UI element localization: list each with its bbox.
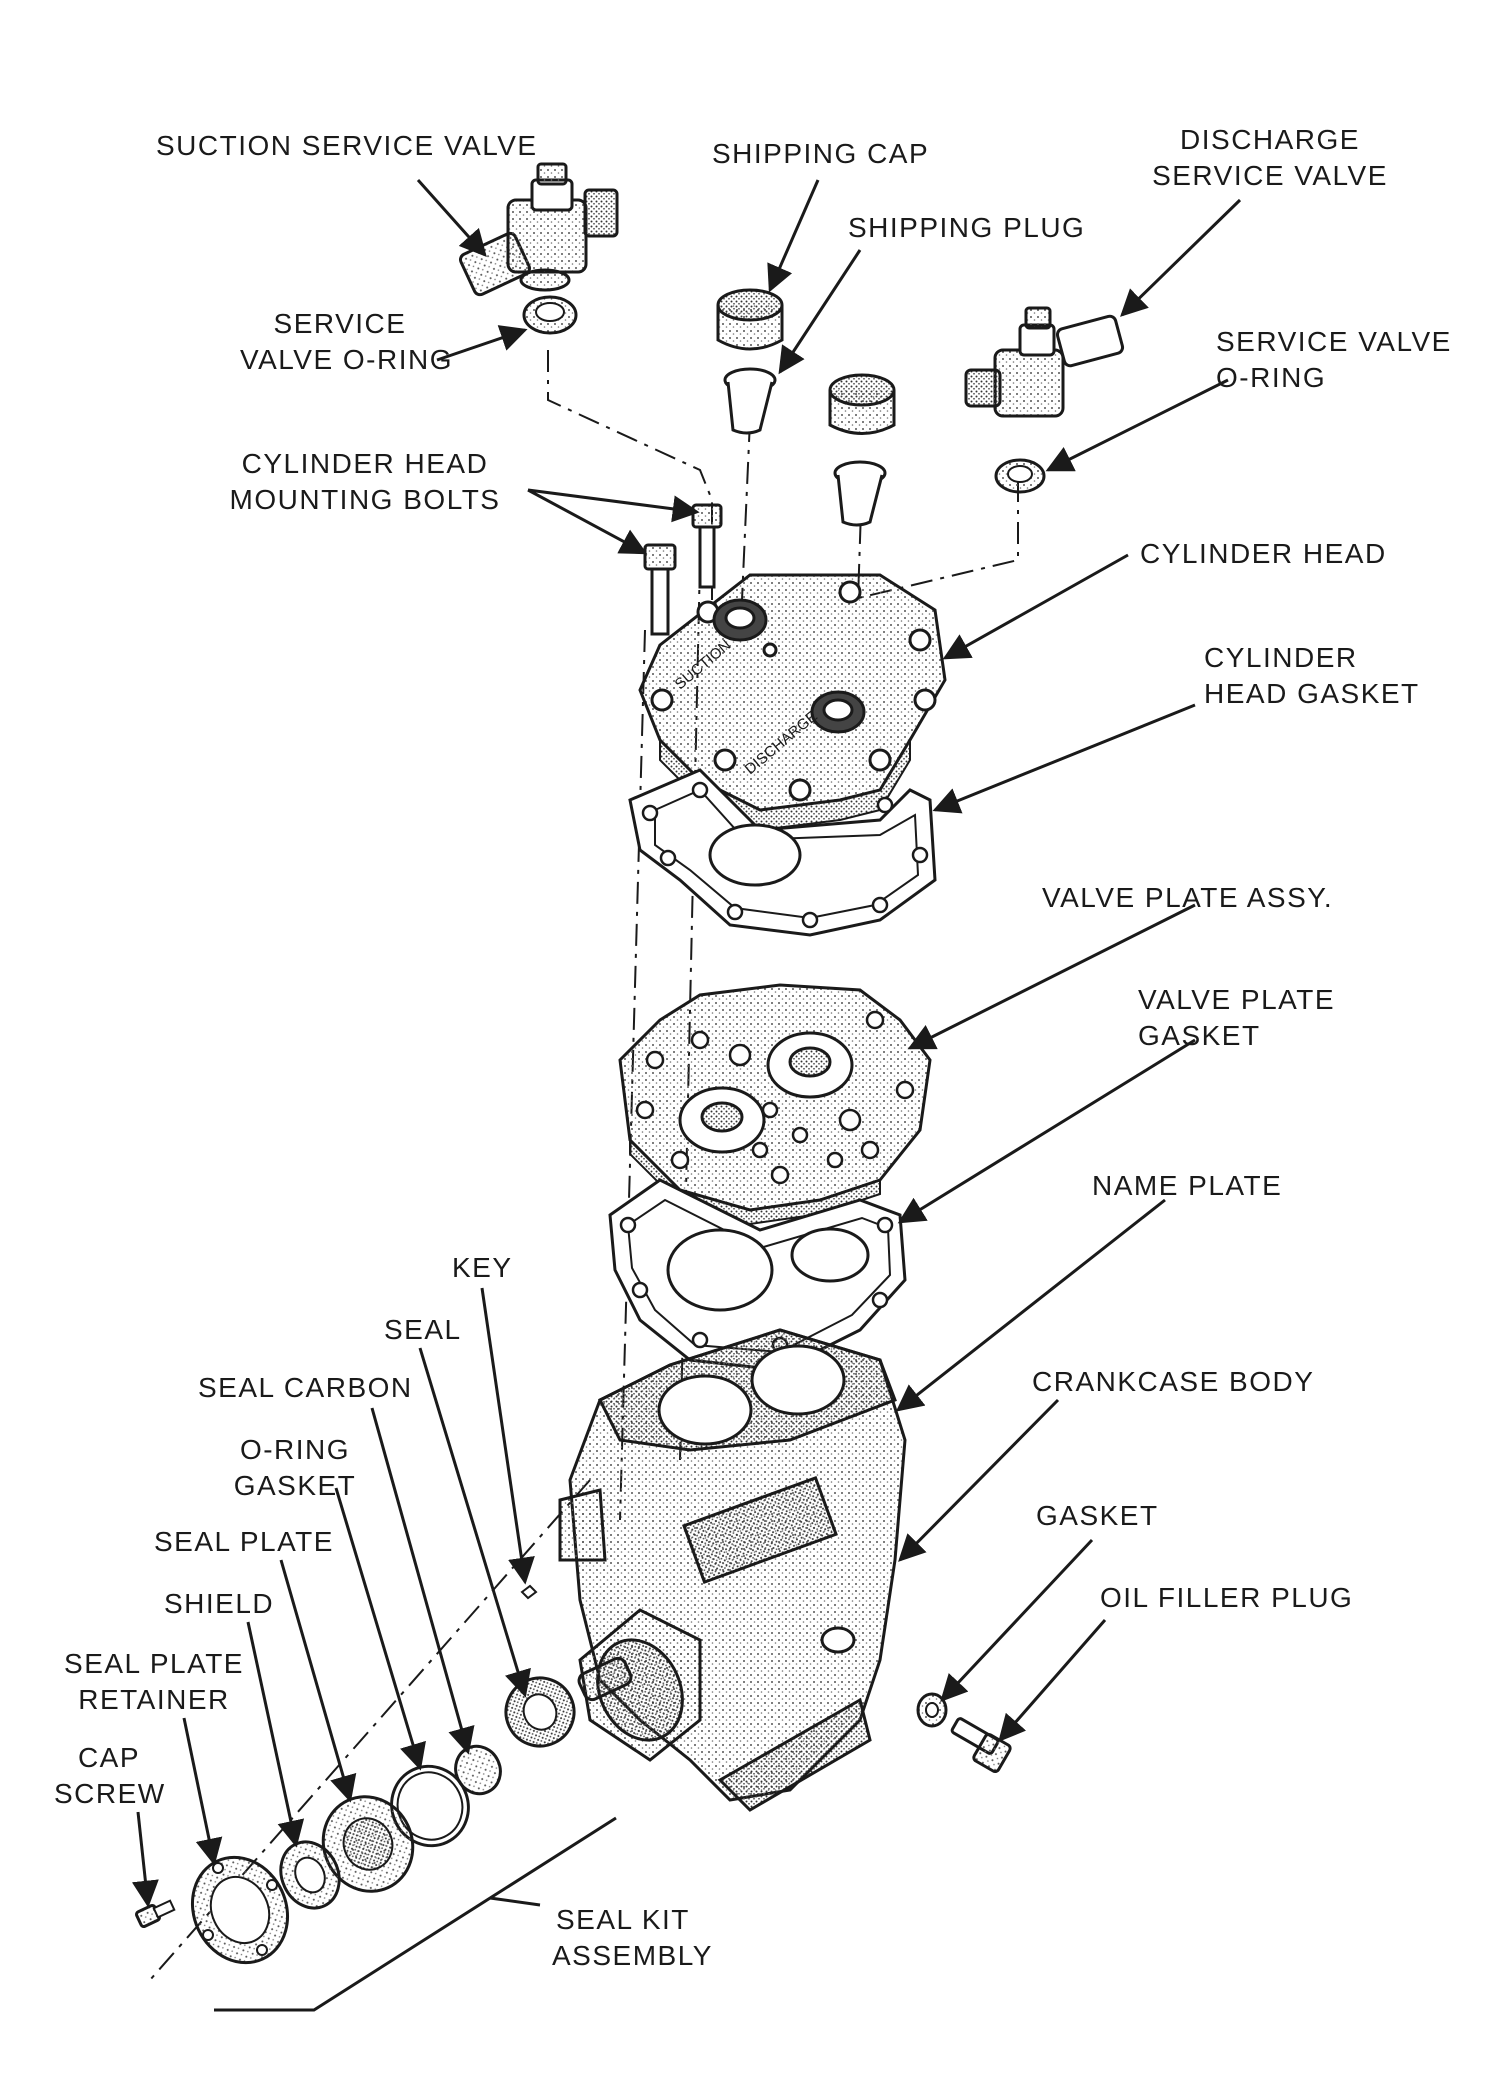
label-cylinder-head-gasket: CYLINDER HEAD GASKET (1204, 640, 1420, 712)
label-head-gasket-line-1: CYLINDER (1204, 642, 1358, 673)
label-crankcase-body: CRANKCASE BODY (1032, 1366, 1315, 1397)
label-service-valve-o-ring-right: SERVICE VALVE O-RING (1216, 324, 1452, 396)
label-suction-service-valve: SUCTION SERVICE VALVE (156, 130, 538, 161)
label-seal: SEAL (384, 1314, 462, 1345)
label-seal-kit-assembly: SEAL KIT ASSEMBLY (552, 1902, 713, 1974)
label-service-line-2: VALVE O-RING (240, 344, 454, 375)
label-seal-kit-line-2: ASSEMBLY (552, 1940, 713, 1971)
label-bolts-line-2: MOUNTING BOLTS (229, 484, 501, 515)
service-valve-o-ring-left (522, 295, 578, 335)
label-valve-plate-gasket: VALVE PLATE GASKET (1138, 982, 1335, 1054)
label-cylinder-head-mounting-bolts: CYLINDER HEAD MOUNTING BOLTS (220, 446, 510, 518)
gasket-ring (916, 1692, 948, 1728)
label-o-ring-line-1: O-RING (239, 1434, 351, 1465)
shipping-cap-discharge (828, 373, 896, 435)
label-seal-plate-retainer: SEAL PLATE RETAINER (54, 1646, 254, 1718)
label-retainer-line-1: SEAL PLATE (64, 1648, 244, 1679)
label-cap-screw: CAP SCREW (54, 1740, 164, 1812)
seal-plate-retainer (190, 1855, 290, 1965)
label-service-line-1: SERVICE (273, 308, 407, 339)
label-retainer-line-2: RETAINER (78, 1684, 230, 1715)
key (520, 1584, 538, 1600)
label-discharge-service-valve: DISCHARGE SERVICE VALVE (1150, 122, 1390, 194)
label-gasket: GASKET (1036, 1500, 1159, 1531)
label-head-gasket-line-2: HEAD GASKET (1204, 678, 1420, 709)
label-discharge-line-1: DISCHARGE (1180, 124, 1360, 155)
cylinder-head-gasket (628, 768, 937, 937)
label-discharge-line-2: SERVICE VALVE (1152, 160, 1388, 191)
label-o-ring-line-2: GASKET (233, 1470, 357, 1501)
label-cylinder-head: CYLINDER HEAD (1140, 538, 1387, 569)
label-oil-filler-plug: OIL FILLER PLUG (1100, 1582, 1354, 1613)
label-shield: SHIELD (164, 1588, 275, 1619)
crankcase-body (558, 1328, 907, 1812)
shipping-cap (716, 288, 784, 351)
cap-screw (135, 1899, 176, 1928)
valve-plate-gasket (608, 1178, 907, 1372)
service-valve-o-ring-right (994, 458, 1046, 494)
label-seal-kit-line-1: SEAL KIT (556, 1904, 690, 1935)
cylinder-head-mounting-bolts (643, 503, 723, 636)
label-bolts-line-1: CYLINDER HEAD (241, 448, 489, 479)
label-o-ring-gasket: O-RING GASKET (220, 1432, 370, 1504)
leader-arrows (131, 179, 1242, 1908)
shipping-plug-discharge (833, 460, 887, 527)
discharge-service-valve (964, 306, 1125, 418)
label-service-valve-line-2: O-RING (1216, 362, 1327, 393)
label-service-valve-line-1: SERVICE VALVE (1216, 326, 1452, 357)
label-vp-gasket-line-1: VALVE PLATE (1138, 984, 1336, 1015)
label-shipping-plug: SHIPPING PLUG (848, 212, 1086, 243)
seal-kit-bracket-leader (489, 1896, 541, 1907)
label-key: KEY (452, 1252, 513, 1283)
label-seal-carbon: SEAL CARBON (198, 1372, 413, 1403)
label-name-plate: NAME PLATE (1092, 1170, 1283, 1201)
shipping-plug (723, 367, 777, 435)
label-service-valve-o-ring-left: SERVICE VALVE O-RING (240, 306, 454, 378)
label-cap-line-2: SCREW (54, 1778, 166, 1809)
shield (279, 1840, 341, 1910)
label-seal-plate: SEAL PLATE (154, 1526, 334, 1557)
label-shipping-cap: SHIPPING CAP (712, 138, 930, 169)
seal-kit-bracket (214, 1816, 617, 2012)
label-cap-line-1: CAP (77, 1742, 141, 1773)
label-vp-gasket-line-2: GASKET (1138, 1020, 1261, 1051)
cylinder-head: SUCTION DISCHARGE (638, 573, 947, 832)
suction-service-valve (458, 162, 619, 297)
label-valve-plate-assy: VALVE PLATE ASSY. (1042, 882, 1334, 913)
